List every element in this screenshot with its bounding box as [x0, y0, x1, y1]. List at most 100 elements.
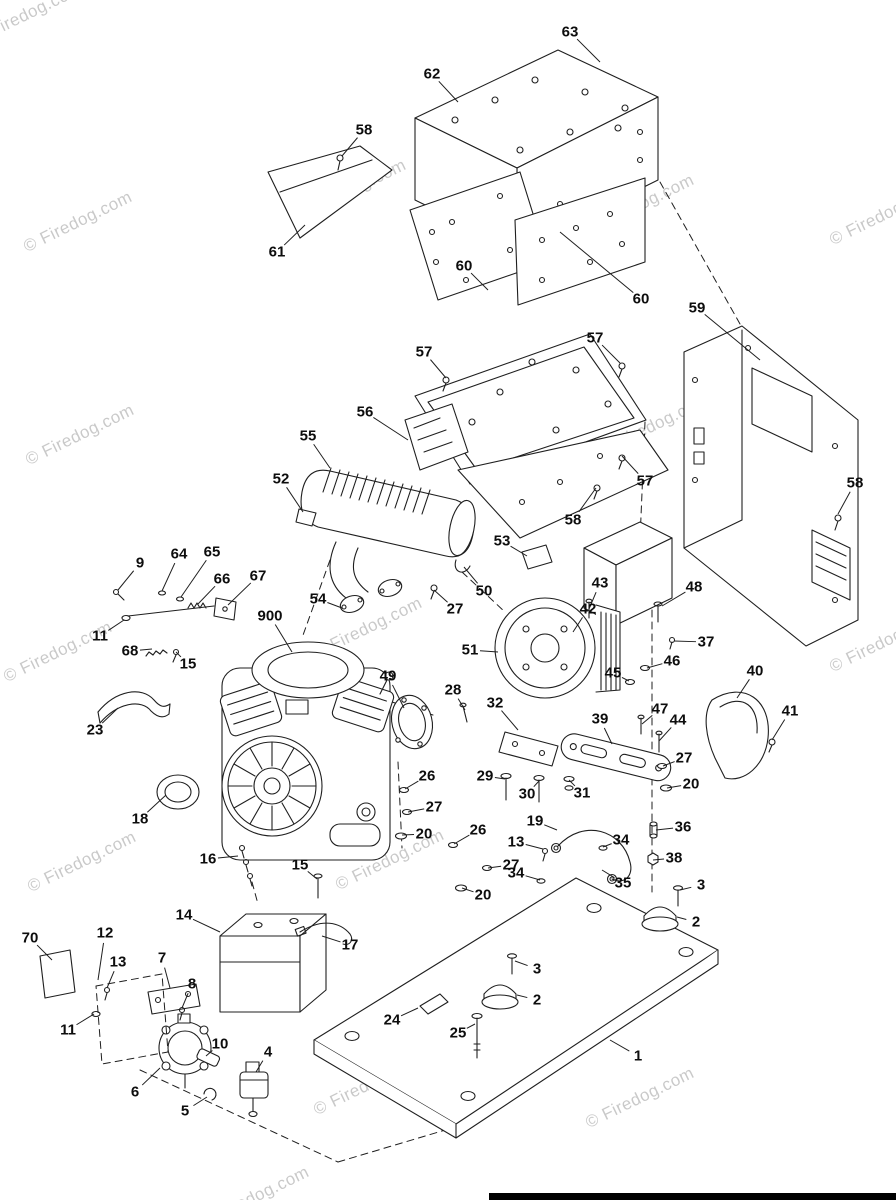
callout-35: 35 — [615, 875, 632, 892]
callout-61: 61 — [269, 244, 286, 261]
nut-38 — [647, 852, 659, 866]
leader-line-8 — [181, 993, 189, 1009]
leader-line-60 — [470, 272, 489, 291]
leader-line-23 — [101, 707, 119, 724]
spacer-36 — [649, 821, 658, 839]
callout-4: 4 — [264, 1044, 273, 1061]
callout-60: 60 — [456, 258, 473, 275]
scan-artifact-bar — [489, 1193, 896, 1200]
leader-line-44 — [658, 727, 672, 742]
callout-41: 41 — [782, 703, 799, 720]
callout-7: 7 — [158, 950, 166, 967]
leader-line-11 — [76, 1013, 95, 1026]
callout-3: 3 — [697, 877, 705, 894]
callout-32: 32 — [487, 695, 504, 712]
leader-line-26 — [404, 780, 419, 790]
muffler-55 — [295, 467, 476, 614]
leader-line-45 — [621, 677, 630, 682]
callout-27: 27 — [447, 601, 464, 618]
callout-8: 8 — [188, 976, 196, 993]
bracket-32 — [498, 731, 559, 767]
wire-17 — [294, 922, 353, 945]
washer-27-right — [656, 762, 668, 770]
leader-line-19 — [544, 824, 558, 831]
nut-31 — [563, 775, 575, 791]
callout-5: 5 — [181, 1103, 189, 1120]
fuel-pump-6 — [158, 1013, 212, 1089]
leader-line-20 — [666, 785, 682, 789]
gasket-49 — [390, 694, 434, 750]
leader-line-50 — [463, 566, 478, 584]
screws-16 — [238, 844, 254, 887]
leader-line-14 — [192, 918, 221, 933]
callout-12: 12 — [97, 925, 114, 942]
callout-48: 48 — [686, 579, 703, 596]
blower-housing-51 — [494, 597, 621, 699]
callout-58: 58 — [565, 512, 582, 529]
leader-line-60 — [559, 231, 634, 294]
leader-line-9 — [117, 570, 135, 591]
callout-34: 34 — [508, 865, 525, 882]
leader-line-17 — [321, 935, 341, 943]
leader-line-51 — [479, 650, 499, 653]
callout-64: 64 — [171, 546, 188, 563]
leader-line-36 — [655, 827, 674, 831]
bolt-48 — [653, 601, 663, 623]
leader-line-67 — [227, 582, 252, 606]
leader-line-29 — [494, 776, 506, 780]
leader-line-15 — [307, 870, 318, 880]
leader-line-28 — [457, 698, 466, 711]
grommet-18 — [156, 774, 200, 810]
leader-line-38 — [652, 858, 665, 861]
leader-line-48 — [661, 591, 686, 607]
leader-line-49 — [392, 684, 405, 709]
callout-3: 3 — [533, 961, 541, 978]
leader-line-2 — [516, 994, 528, 999]
callout-13: 13 — [110, 954, 127, 971]
bracket-7 — [147, 983, 201, 1015]
leader-line-24 — [400, 1007, 419, 1017]
leader-line-3 — [679, 886, 692, 891]
callout-50: 50 — [476, 583, 493, 600]
callout-18: 18 — [132, 811, 149, 828]
callout-68: 68 — [122, 643, 139, 660]
callout-39: 39 — [592, 711, 609, 728]
leader-line-35 — [601, 869, 615, 879]
callout-57: 57 — [416, 344, 433, 361]
clamp-5 — [203, 1087, 217, 1101]
leader-line-57 — [601, 344, 621, 364]
callout-42: 42 — [580, 601, 597, 618]
screw-57-b — [442, 376, 450, 392]
callout-16: 16 — [200, 851, 217, 868]
leader-line-41 — [771, 719, 786, 741]
callout-17: 17 — [342, 937, 359, 954]
washer-34a — [598, 845, 608, 851]
leader-line-26 — [453, 834, 470, 845]
callout-31: 31 — [574, 785, 591, 802]
callout-6: 6 — [131, 1084, 139, 1101]
leader-line-32 — [501, 710, 519, 731]
wire-35 — [550, 829, 632, 885]
callout-15: 15 — [180, 656, 197, 673]
callout-13: 13 — [508, 834, 525, 851]
leader-line-27 — [487, 865, 502, 869]
leader-line-43 — [588, 592, 597, 610]
leader-line-12 — [97, 942, 105, 981]
leader-line-13 — [106, 971, 115, 989]
leader-line-13 — [525, 844, 544, 850]
panel-56 — [404, 403, 469, 471]
leader-line-58 — [578, 487, 597, 513]
callout-63: 63 — [562, 24, 579, 41]
leader-line-20 — [461, 887, 474, 893]
leader-line-10 — [205, 1050, 213, 1057]
leader-line-25 — [466, 1023, 476, 1029]
panel-70 — [39, 949, 76, 999]
leader-line-16 — [217, 855, 239, 859]
bolt-25 — [471, 1012, 483, 1059]
leader-line-56 — [373, 417, 409, 441]
callout-2: 2 — [533, 992, 541, 1009]
stud-44 — [655, 730, 663, 753]
callout-900: 900 — [257, 608, 282, 625]
leader-line-39 — [603, 727, 613, 745]
